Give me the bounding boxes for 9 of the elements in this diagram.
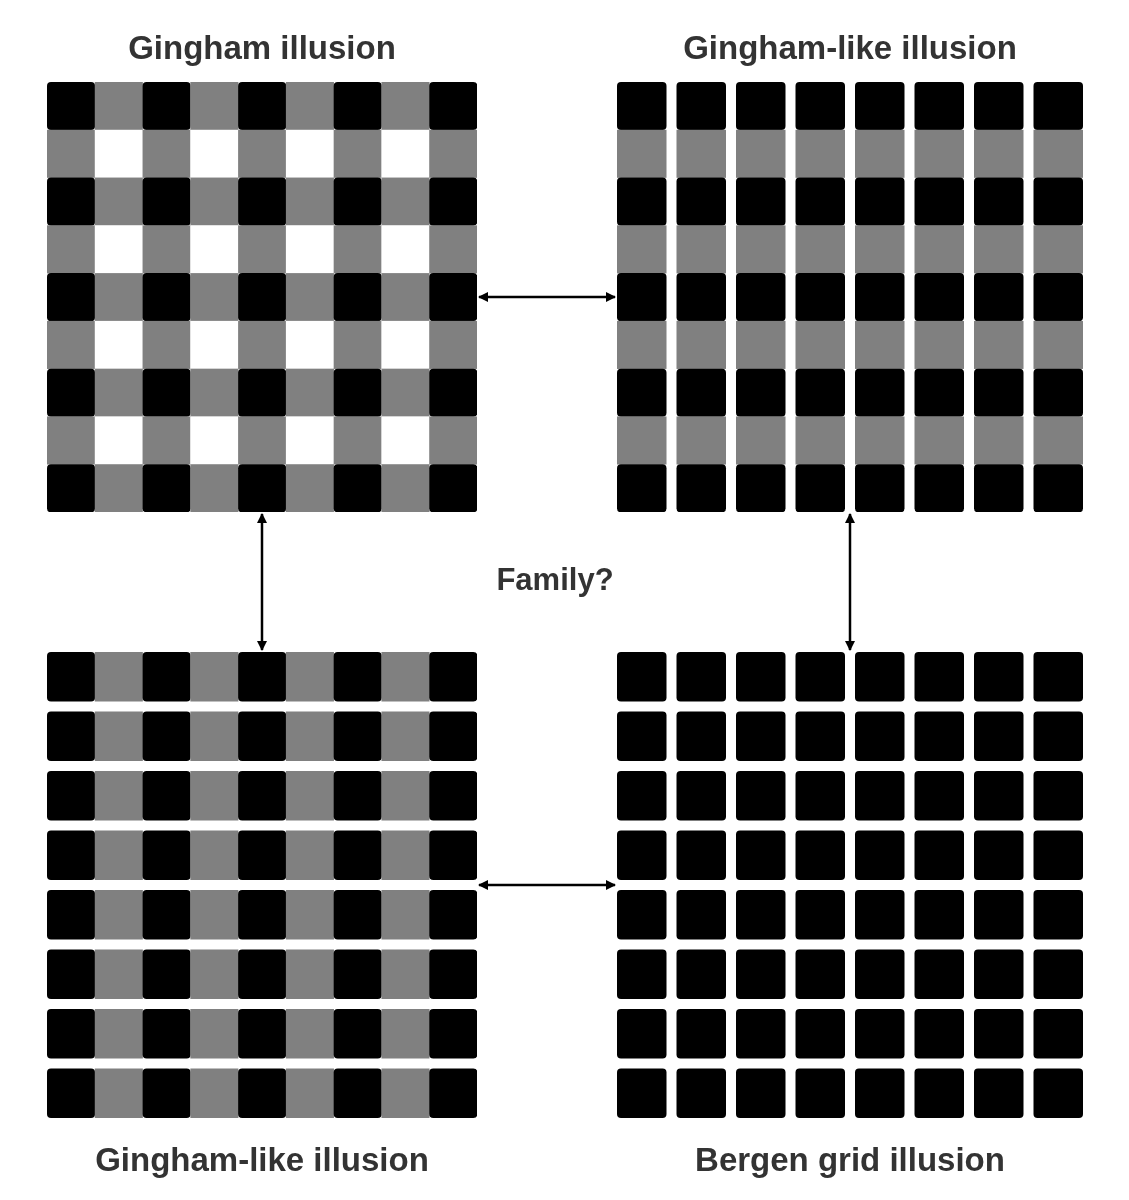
double-arrow [845, 513, 855, 651]
question-label: Family? [495, 562, 615, 598]
panel-title: Gingham illusion [128, 28, 396, 68]
panel-title: Bergen grid illusion [695, 1140, 1005, 1180]
double-arrow [478, 292, 616, 302]
double-arrow [257, 513, 267, 651]
double-arrow [478, 880, 616, 890]
panel-title: Gingham-like illusion [683, 28, 1017, 68]
panel-title: Gingham-like illusion [95, 1140, 429, 1180]
